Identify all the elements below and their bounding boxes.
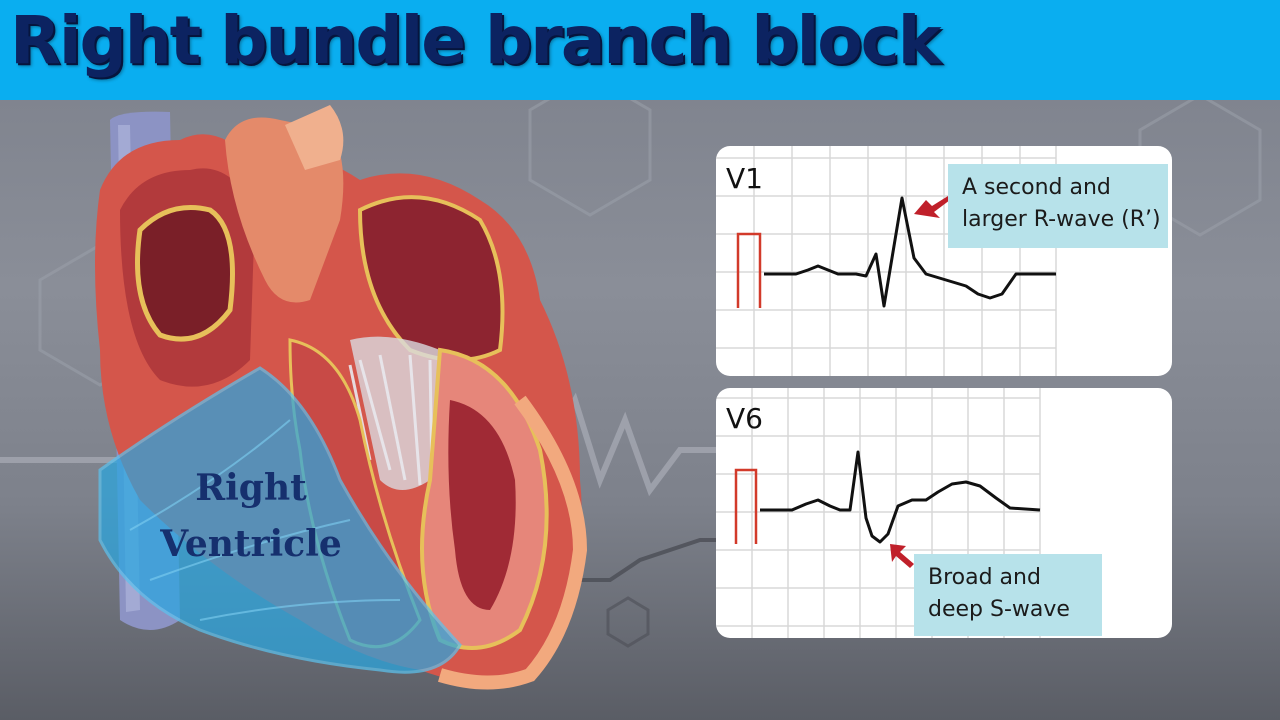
ecg-card-v6: V6 Broad and deep S-wave (716, 388, 1172, 638)
arrow-icon (890, 544, 914, 568)
ecg-trace-v1 (764, 196, 1056, 308)
ecg-card-v1: V1 A second and larger R-wave (R’) (716, 146, 1172, 376)
page-title: Right bundle branch block (10, 2, 942, 79)
annotation-v6-line1: Broad and (928, 565, 1041, 590)
arrow-icon (914, 196, 950, 218)
right-ventricle-label-line2: Ventricle (160, 523, 342, 565)
right-ventricle-label: Right Ventricle (146, 460, 356, 572)
lead-label-v1: V1 (726, 162, 763, 195)
annotation-v6: Broad and deep S-wave (914, 554, 1102, 636)
annotation-v1-line1: A second and (962, 175, 1111, 200)
right-ventricle-label-line1: Right (195, 467, 307, 509)
annotation-v1: A second and larger R-wave (R’) (948, 164, 1168, 248)
heart-illustration (95, 105, 588, 690)
calibration-pulse-v6 (734, 468, 758, 544)
annotation-v1-line2: larger R-wave (R’) (962, 207, 1161, 232)
annotation-v6-line2: deep S-wave (928, 597, 1070, 622)
title-bar: Right bundle branch block (0, 0, 1280, 100)
calibration-pulse-v1 (736, 232, 762, 308)
ecg-trace-v6 (760, 450, 1041, 544)
lead-label-v6: V6 (726, 402, 763, 435)
